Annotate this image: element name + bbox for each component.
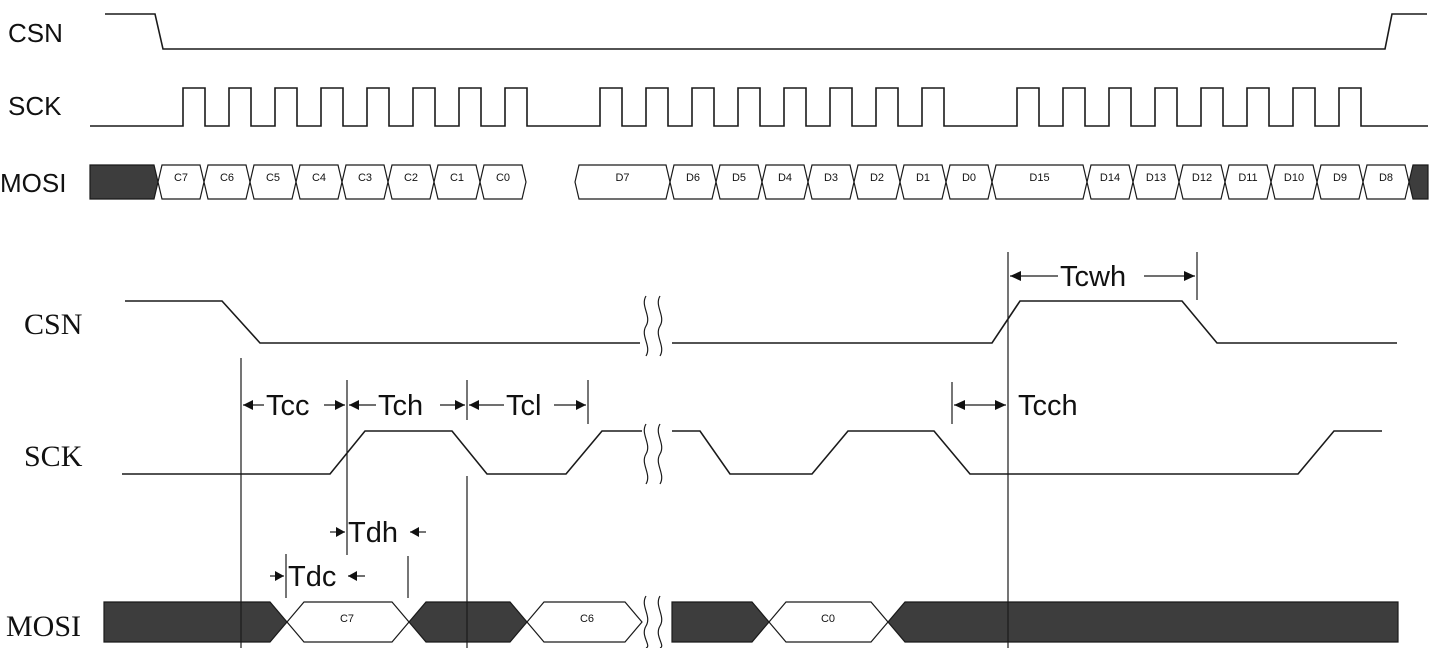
timing-tch: Tch <box>349 390 465 422</box>
bottom-mosi-idle-right <box>887 601 1399 643</box>
top-mosi-cell-label: D15 <box>1029 172 1049 184</box>
top-mosi-cell-label: C5 <box>266 172 280 184</box>
top-mosi-cell-label: D5 <box>732 172 746 184</box>
timing-tcl: Tcl <box>469 390 586 422</box>
bottom-csn-waveform-left <box>125 300 640 344</box>
bottom-mosi-gap-1 <box>408 601 528 643</box>
bottom-mosi-cell-label: C6 <box>580 613 594 625</box>
bottom-csn-label: CSN <box>24 308 82 341</box>
top-mosi-cell-label: D1 <box>916 172 930 184</box>
top-mosi-cell <box>479 164 527 200</box>
top-csn-waveform <box>105 13 1427 50</box>
top-timing-diagram: CSN SCK MOSI C7 C6 C5 C4 C3 C2 C1 C0 D7 D6 D5 D4 D3 D… <box>0 13 1429 200</box>
timing-label-tdh: Tdh <box>348 517 398 549</box>
bottom-mosi-label: MOSI <box>6 610 81 643</box>
timing-tcc: Tcc <box>243 390 345 422</box>
timing-label-tcc: Tcc <box>266 390 310 422</box>
top-mosi-cell-label: D8 <box>1379 172 1393 184</box>
top-mosi-idle-left <box>89 164 159 200</box>
top-csn-label: CSN <box>8 18 63 48</box>
timing-label-tdc: Tdc <box>288 561 336 593</box>
timing-label-tch: Tch <box>378 390 423 422</box>
bottom-sck-label: SCK <box>24 440 83 473</box>
top-mosi-cell-label: C7 <box>174 172 188 184</box>
top-mosi-cell-label: D14 <box>1100 172 1120 184</box>
bottom-sck-waveform-left <box>122 430 642 475</box>
top-sck-waveform <box>90 87 1428 127</box>
timing-label-tcch: Tcch <box>1018 390 1078 422</box>
timing-tcch: Tcch <box>954 390 1078 422</box>
top-mosi-cell-label: C2 <box>404 172 418 184</box>
timing-tcwh: Tcwh <box>1010 261 1195 293</box>
bottom-csn-waveform-right <box>672 300 1397 344</box>
top-mosi-cell-label: D2 <box>870 172 884 184</box>
bottom-mosi-cell-label: C7 <box>340 613 354 625</box>
top-sck-label: SCK <box>8 91 62 121</box>
bottom-mosi-gap-2 <box>671 601 770 643</box>
bottom-sck-waveform-right <box>672 430 1382 475</box>
top-mosi-idle-right <box>1408 164 1429 200</box>
timing-label-tcwh: Tcwh <box>1060 261 1126 293</box>
top-mosi-cell-label: D13 <box>1146 172 1166 184</box>
timing-tdc: Tdc <box>270 561 365 593</box>
bottom-mosi-cell-c6 <box>526 601 643 643</box>
top-mosi-cell-label: D3 <box>824 172 838 184</box>
top-mosi-cell-label: D0 <box>962 172 976 184</box>
break-mark-mosi <box>643 595 663 648</box>
top-mosi-cell-label: C6 <box>220 172 234 184</box>
top-mosi-cell-label: D10 <box>1284 172 1304 184</box>
top-mosi-cell-label: C4 <box>312 172 326 184</box>
top-mosi-cell-label: D11 <box>1238 172 1257 184</box>
top-mosi-cell-label: D12 <box>1192 172 1212 184</box>
bottom-mosi-cell-label: C0 <box>821 613 835 625</box>
top-mosi-cell-label: D6 <box>686 172 700 184</box>
top-mosi-label: MOSI <box>0 168 66 198</box>
top-mosi-cell-label: D9 <box>1333 172 1347 184</box>
bottom-timing-diagram: CSN SCK MOSI C7 C6 C0 <box>6 252 1399 648</box>
top-mosi-cell <box>1362 164 1410 200</box>
bottom-mosi-idle-left <box>103 601 288 643</box>
break-mark-csn <box>643 295 663 357</box>
top-mosi-cell-label: C0 <box>496 172 510 184</box>
top-mosi-cell-label: D4 <box>778 172 792 184</box>
top-mosi-cell-label: D7 <box>615 172 629 184</box>
timing-label-tcl: Tcl <box>506 390 541 422</box>
timing-tdh: Tdh <box>330 517 426 549</box>
top-mosi-cell-label: C1 <box>450 172 464 184</box>
top-mosi-cell-label: C3 <box>358 172 372 184</box>
top-mosi-bus: C7 C6 C5 C4 C3 C2 C1 C0 D7 D6 D5 D4 D3 D2 D1 D0 D15 D14 D1… <box>89 164 1429 200</box>
break-mark-sck <box>643 423 663 485</box>
